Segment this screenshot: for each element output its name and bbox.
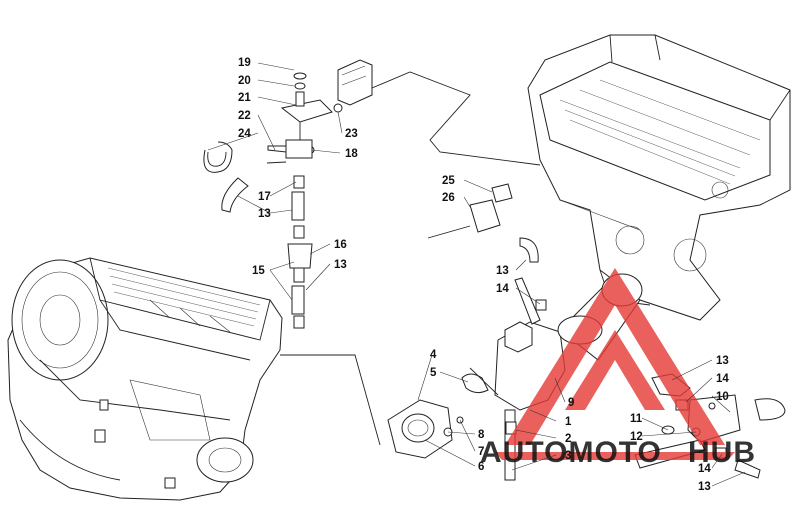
watermark-triangle: [505, 268, 725, 445]
watermark-text-hub: HUB: [688, 436, 756, 469]
callout-21: 21: [238, 92, 251, 104]
callout-8: 8: [478, 429, 485, 441]
callout-13-pump-bottom: 13: [698, 481, 711, 493]
callout-13-valve: 13: [258, 208, 271, 220]
connector-lines: [280, 71, 541, 446]
airbox-drawing: [527, 34, 791, 321]
callout-4: 4: [430, 349, 437, 361]
callout-9: 9: [568, 397, 574, 409]
callout-10: 10: [716, 391, 729, 403]
automotohub-watermark: [495, 268, 735, 460]
callout-14-pump-top: 14: [716, 373, 729, 385]
callout-14-carb: 14: [496, 283, 509, 295]
callout-13-carb-hose: 13: [496, 265, 509, 277]
callout-14-pump-bottom: 14: [698, 463, 711, 475]
callout-23: 23: [345, 128, 358, 140]
callout-19: 19: [238, 57, 251, 69]
callout-1: 1: [565, 416, 572, 428]
parts-25-26: [427, 183, 513, 239]
callout-7: 7: [478, 446, 484, 458]
callout-26: 26: [442, 192, 455, 204]
watermark-text-automoto: AUTOMOTO: [480, 436, 662, 469]
callout-13-filter: 13: [334, 259, 347, 271]
callout-11: 11: [630, 413, 643, 425]
callout-24: 24: [238, 128, 251, 140]
callout-2: 2: [565, 433, 571, 445]
callout-3: 3: [565, 450, 571, 462]
callout-15: 15: [252, 265, 265, 277]
callout-17: 17: [258, 191, 271, 203]
callout-13-pump-top: 13: [716, 355, 729, 367]
callout-12: 12: [630, 431, 643, 443]
callout-5: 5: [430, 367, 437, 379]
callout-leaders: [207, 62, 746, 487]
callout-18: 18: [345, 148, 358, 160]
callout-22: 22: [238, 110, 251, 122]
callout-16: 16: [334, 239, 347, 251]
callout-numbers: 19 20 21 22 24 23 18 17 13 16 15 13 25 2…: [238, 57, 729, 493]
callout-20: 20: [238, 75, 251, 87]
callout-25: 25: [442, 175, 455, 187]
callout-6: 6: [478, 461, 484, 473]
engine-drawing: [7, 257, 283, 501]
